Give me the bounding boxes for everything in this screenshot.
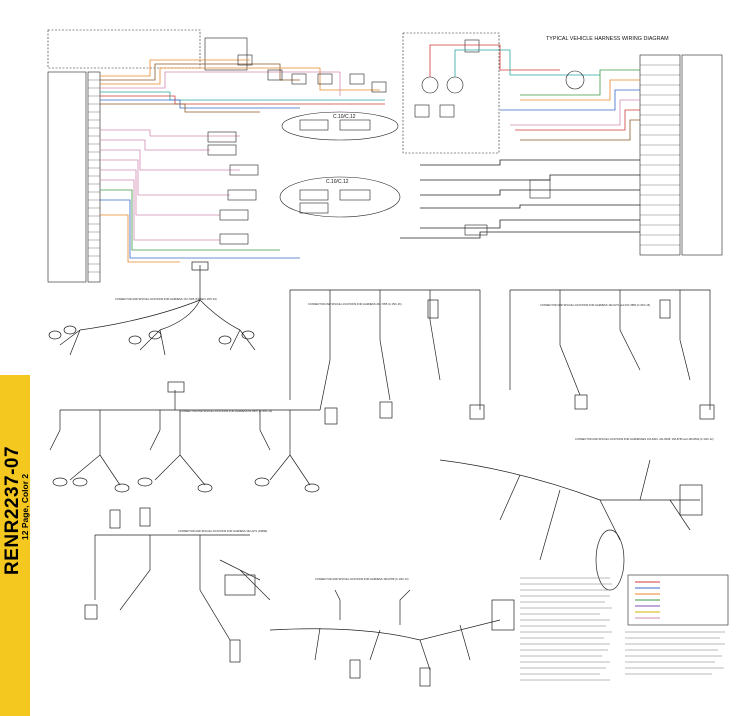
gauge-symbol xyxy=(565,70,585,90)
relay-panel-box xyxy=(402,32,500,154)
section-caption-f: CONNECTOR AND SPLICE LOCATIONS FOR HARNE… xyxy=(315,577,409,581)
harness-drawings xyxy=(48,261,715,687)
ecm-pin-column xyxy=(87,71,101,283)
wire-bundle-right xyxy=(400,44,640,239)
page-count-note: 12 Page, Color 2 xyxy=(20,473,30,540)
relay-coil-1 xyxy=(421,76,439,94)
section-caption-g: CONNECTOR AND SPLICE LOCATIONS FOR HARNE… xyxy=(575,437,714,441)
section-caption-b: CONNECTOR AND SPLICE LOCATIONS FOR HARNE… xyxy=(308,302,402,306)
notes-block xyxy=(520,577,725,681)
wire-color-legend xyxy=(627,574,729,626)
ecm-label-column-right xyxy=(681,54,723,256)
wire-bundle-left xyxy=(100,59,385,263)
ecm-right-pins xyxy=(640,64,680,246)
callout-ellipse-lower xyxy=(279,176,401,218)
callout-label-upper: C.10/C.12 xyxy=(333,114,356,120)
diagram-title: TYPICAL VEHICLE HARNESS WIRING DIAGRAM xyxy=(546,36,669,42)
section-caption-d: CONNECTOR AND SPLICE LOCATIONS FOR HARNE… xyxy=(180,409,272,413)
relay-coil-2 xyxy=(446,76,464,94)
harness-192-2271 xyxy=(84,507,271,641)
harness-161-8401 xyxy=(439,459,703,591)
connector-block-f xyxy=(491,599,515,631)
section-caption-a: CONNECTOR AND SPLICE LOCATIONS FOR HARNE… xyxy=(115,297,217,301)
harness-172-7405 xyxy=(48,261,256,356)
harness-196-0789 xyxy=(229,589,515,687)
harness-6f-9547 xyxy=(49,381,320,493)
section-caption-e: CONNECTOR AND SPLICE LOCATIONS FOR HARNE… xyxy=(178,529,267,533)
top-left-component-box xyxy=(47,29,201,69)
harness-components xyxy=(207,54,387,245)
callout-label-lower: C.10/C.12 xyxy=(326,179,349,185)
harness-192-0271 xyxy=(509,289,715,420)
ecm-pins xyxy=(88,79,100,273)
document-side-tab xyxy=(0,375,30,716)
top-relay-box xyxy=(204,37,248,71)
connector-block-e xyxy=(224,574,256,596)
ecm-connector-left xyxy=(47,71,87,283)
callout-ellipse-g xyxy=(595,529,625,591)
upper-schematic xyxy=(47,29,401,283)
callout-ellipse-upper xyxy=(281,111,399,141)
harness-202-7055 xyxy=(289,289,485,425)
connector-block-g xyxy=(679,484,703,516)
section-caption-c: CONNECTOR AND SPLICE LOCATIONS FOR HARNE… xyxy=(540,303,650,307)
upper-right-schematic xyxy=(400,32,723,256)
